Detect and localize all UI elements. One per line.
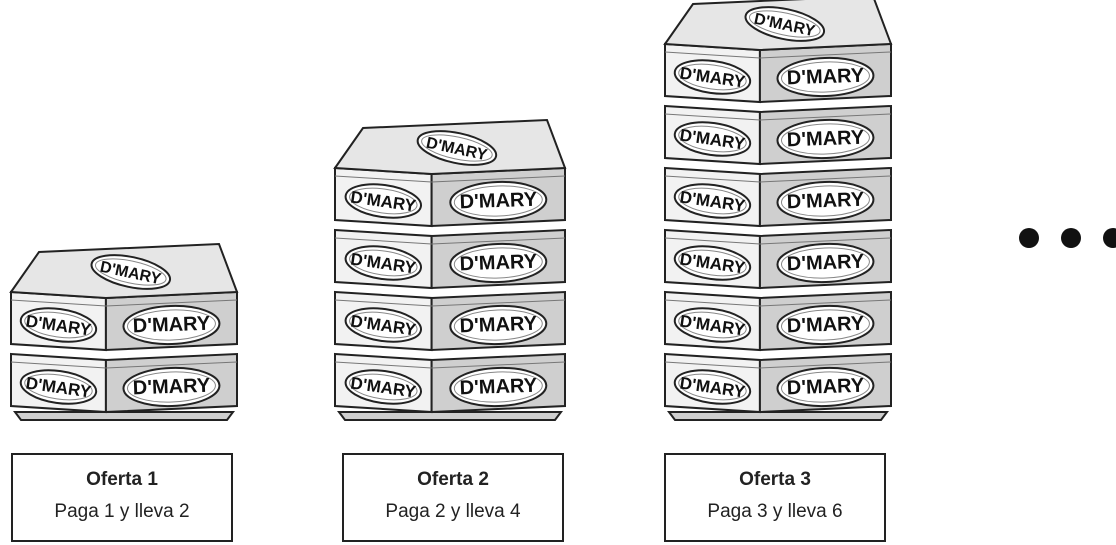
brand-label: D'MARY [344, 183, 422, 219]
brand-label-text: D'MARY [786, 313, 865, 338]
soap-box-lid: D'MARY [9, 242, 239, 300]
brand-label-text: D'MARY [786, 189, 865, 214]
brand-label: D'MARY [449, 180, 548, 222]
brand-label: D'MARY [776, 304, 875, 346]
soap-box-lid: D'MARY [333, 118, 567, 176]
brand-label-text: D'MARY [786, 127, 865, 152]
brand-label: D'MARY [776, 118, 875, 160]
brand-label-text: D'MARY [132, 375, 211, 400]
continuation-dots [1019, 228, 1116, 248]
brand-label: D'MARY [19, 369, 98, 405]
brand-label-text: D'MARY [459, 189, 538, 214]
offer-1-card: Oferta 1 Paga 1 y lleva 2 [11, 453, 233, 542]
offer-2-title: Oferta 2 [417, 469, 489, 490]
brand-label: D'MARY [776, 366, 875, 408]
brand-label-text: D'MARY [786, 375, 865, 400]
brand-label: D'MARY [416, 130, 498, 166]
stack-base [667, 411, 889, 421]
offer-3-card: Oferta 3 Paga 3 y lleva 6 [664, 453, 886, 542]
stack-base [337, 411, 563, 421]
brand-label-text: D'MARY [786, 65, 865, 90]
brand-label: D'MARY [776, 56, 875, 98]
soap-box-lid: D'MARY [663, 0, 893, 52]
offer-2-description: Paga 2 y lleva 4 [385, 501, 521, 522]
brand-label-text: D'MARY [786, 251, 865, 276]
brand-label: D'MARY [776, 180, 875, 222]
brand-label: D'MARY [744, 6, 826, 42]
brand-label: D'MARY [344, 245, 422, 281]
brand-label-text: D'MARY [459, 251, 538, 276]
soap-box: D'MARY D'MARY [334, 290, 566, 352]
brand-label-text: D'MARY [132, 313, 211, 338]
soap-box: D'MARY D'MARY [334, 352, 566, 414]
brand-label: D'MARY [122, 304, 221, 346]
continuation-dot [1103, 228, 1116, 248]
brand-label: D'MARY [673, 307, 752, 343]
continuation-dot [1019, 228, 1039, 248]
offer-3-title: Oferta 3 [739, 469, 811, 490]
brand-label: D'MARY [344, 307, 422, 343]
soap-box: D'MARY D'MARY [664, 352, 892, 414]
brand-label: D'MARY [673, 369, 752, 405]
brand-label: D'MARY [449, 366, 548, 408]
brand-label: D'MARY [673, 183, 752, 219]
brand-label: D'MARY [776, 242, 875, 284]
brand-label: D'MARY [19, 307, 98, 343]
brand-label: D'MARY [449, 304, 548, 346]
brand-label: D'MARY [673, 59, 752, 95]
offer-3-description: Paga 3 y lleva 6 [707, 501, 843, 522]
brand-label: D'MARY [673, 245, 752, 281]
soap-box: D'MARY D'MARY [664, 104, 892, 166]
soap-box: D'MARY D'MARY [664, 290, 892, 352]
brand-label: D'MARY [449, 242, 548, 284]
soap-box: D'MARY D'MARY [334, 166, 566, 228]
brand-label-text: D'MARY [459, 313, 538, 338]
stack-base [13, 411, 235, 421]
brand-label: D'MARY [122, 366, 221, 408]
soap-box: D'MARY D'MARY [664, 228, 892, 290]
offer-1-description: Paga 1 y lleva 2 [54, 501, 190, 522]
soap-box: D'MARY D'MARY [10, 290, 238, 352]
soap-box: D'MARY D'MARY [664, 166, 892, 228]
soap-stack-offer-1: D'MARY D'MARY D'MARY D'MARY D'MARY [9, 242, 239, 421]
soap-box: D'MARY D'MARY [10, 352, 238, 414]
soap-box: D'MARY D'MARY [664, 42, 892, 104]
brand-label: D'MARY [673, 121, 752, 157]
brand-label: D'MARY [344, 369, 422, 405]
soap-box: D'MARY D'MARY [334, 228, 566, 290]
offer-2-card: Oferta 2 Paga 2 y lleva 4 [342, 453, 564, 542]
continuation-dot [1061, 228, 1081, 248]
brand-label-text: D'MARY [459, 375, 538, 400]
offer-1-title: Oferta 1 [86, 469, 158, 490]
